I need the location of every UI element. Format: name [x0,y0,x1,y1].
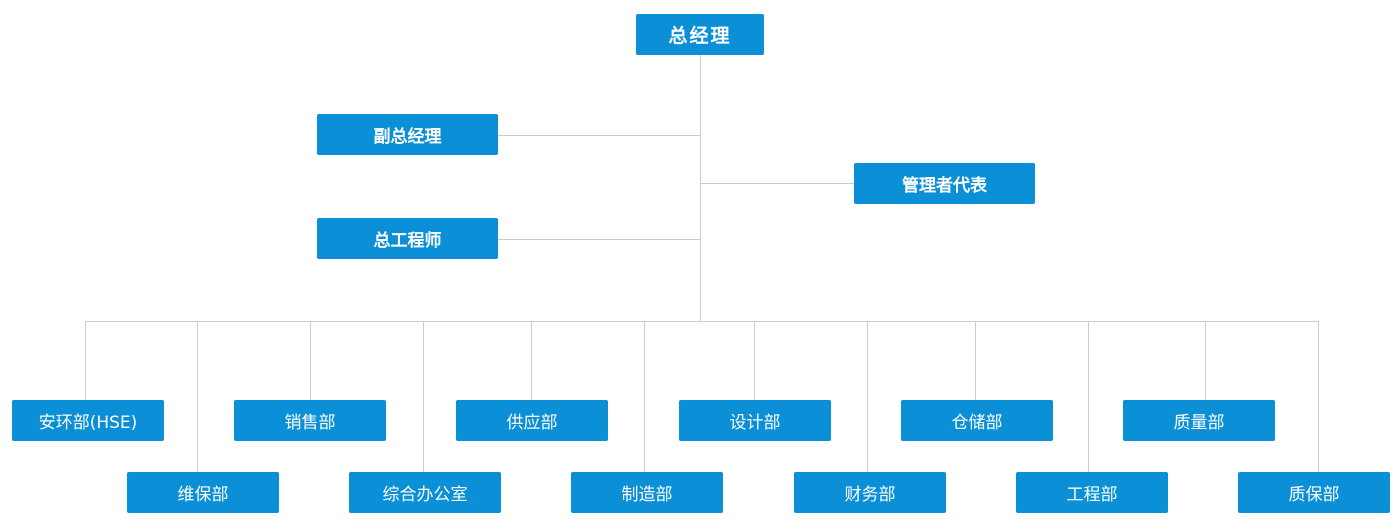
box-dept-supply: 供应部 [456,400,608,441]
box-dept-quality-assurance: 质保部 [1238,472,1390,513]
box-deputy-general-manager: 副总经理 [317,114,498,155]
box-dept-maintenance: 维保部 [127,472,279,513]
box-dept-sales: 销售部 [234,400,386,441]
box-dept-warehouse: 仓储部 [901,400,1053,441]
box-dept-finance: 财务部 [794,472,946,513]
box-dept-quality: 质量部 [1123,400,1275,441]
box-chief-engineer: 总工程师 [317,218,498,259]
box-dept-manufacturing: 制造部 [571,472,723,513]
box-dept-general-office: 综合办公室 [349,472,501,513]
box-management-representative: 管理者代表 [854,163,1035,204]
box-dept-engineering: 工程部 [1016,472,1168,513]
box-dept-design: 设计部 [679,400,831,441]
box-dept-hse: 安环部(HSE) [12,400,164,441]
box-general-manager: 总经理 [636,14,764,55]
